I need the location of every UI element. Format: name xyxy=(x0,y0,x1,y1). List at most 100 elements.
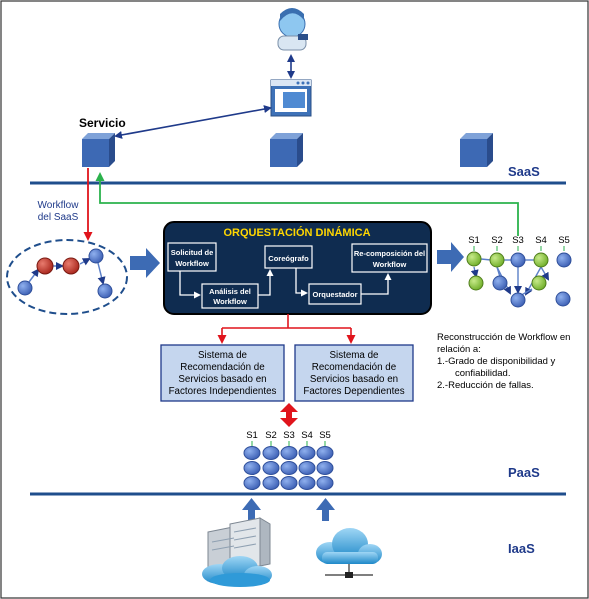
service-node-s3 xyxy=(510,252,526,268)
service-cube-2[interactable] xyxy=(270,133,303,167)
orquestador-box[interactable]: Orquestador xyxy=(308,283,362,305)
solicitud-box[interactable]: Solicitud de Workflow xyxy=(167,242,217,272)
servicio-label: Servicio xyxy=(79,116,126,130)
paas-service-instance xyxy=(262,461,280,475)
service-node-s5 xyxy=(556,252,572,268)
reconstruction-note: Reconstrucción de Workflow en relación a… xyxy=(437,332,570,391)
recommender-independent-box[interactable]: Sistema de Recomendación de Servicios ba… xyxy=(160,344,285,402)
paas-service-instance xyxy=(280,476,298,490)
service-cube-3[interactable] xyxy=(460,133,493,167)
browser-service-arrow xyxy=(114,105,272,139)
orchestration-title: ORQUESTACIÓN DINÁMICA xyxy=(223,226,370,239)
saas-workflow-edges xyxy=(28,258,106,285)
coreografo-box[interactable]: Coreógrafo xyxy=(264,245,313,269)
recommender-dependent-line-1: Sistema de xyxy=(329,350,379,361)
paas-label: PaaS xyxy=(508,465,540,480)
workflow-saas-label-1: Workflow xyxy=(38,200,80,211)
service-node xyxy=(492,275,508,291)
orquestador-label: Orquestador xyxy=(312,290,357,299)
saas-label: SaaS xyxy=(508,164,540,179)
service-label-s2-bottom: S2 xyxy=(265,430,277,441)
paas-service-instance xyxy=(280,446,298,460)
service-label-s3-bottom: S3 xyxy=(283,430,295,441)
service-label-s2-top: S2 xyxy=(491,235,503,246)
paas-service-instance xyxy=(262,476,280,490)
service-node-s4 xyxy=(533,252,549,268)
paas-service-instance xyxy=(316,476,334,490)
workflow-saas-label-2: del SaaS xyxy=(38,212,79,223)
analisis-label-2: Workflow xyxy=(213,297,247,306)
service-label-s5-top: S5 xyxy=(558,235,570,246)
paas-service-instance xyxy=(243,476,261,490)
service-node xyxy=(468,275,484,291)
solicitud-label-2: Workflow xyxy=(175,259,209,268)
block-arrow-right xyxy=(437,242,464,272)
service-label-s5-bottom: S5 xyxy=(319,430,331,441)
reconstruction-line-1: Reconstrucción de Workflow en xyxy=(437,332,570,343)
analisis-label-1: Análisis del xyxy=(209,287,251,296)
analisis-box[interactable]: Análisis del Workflow xyxy=(201,283,259,309)
paas-service-instance xyxy=(243,446,261,460)
service-label-s4-bottom: S4 xyxy=(301,430,313,441)
cloud-network-icon xyxy=(316,528,382,578)
service-label-s4-top: S4 xyxy=(535,235,547,246)
iaas-up-arrow-right xyxy=(316,498,335,521)
service-node xyxy=(531,275,547,291)
recommender-independent-line-4: Factores Independientes xyxy=(169,386,277,397)
feedback-green-arrow xyxy=(95,172,519,236)
recommender-paas-double-arrow xyxy=(280,403,298,427)
service-label-s1-top: S1 xyxy=(468,235,480,246)
paas-service-instance xyxy=(298,476,316,490)
service-down-markers-top xyxy=(473,246,565,251)
paas-service-instance xyxy=(262,446,280,460)
paas-service-instance xyxy=(280,461,298,475)
saas-workflow-ellipse xyxy=(6,239,128,315)
recommender-dependent-line-4: Factores Dependientes xyxy=(303,386,404,397)
coreografo-label: Coreógrafo xyxy=(268,254,309,263)
paas-service-instance xyxy=(316,446,334,460)
recommender-dependent-line-2: Recomendación de xyxy=(312,362,397,373)
workflow-node xyxy=(62,257,80,275)
recommender-independent-line-3: Servicios basado en xyxy=(178,374,266,385)
server-cloud-icon xyxy=(202,556,272,587)
iaas-label: IaaS xyxy=(508,541,535,556)
paas-service-instance xyxy=(316,461,334,475)
service-label-s1-bottom: S1 xyxy=(246,430,258,441)
service-labels-bottom: S1 S2 S3 S4 S5 xyxy=(246,430,331,441)
recommender-independent-line-2: Recomendación de xyxy=(180,362,265,373)
paas-service-instance xyxy=(243,461,261,475)
recomposicion-label-1: Re-composición del xyxy=(354,249,425,258)
recomposicion-label-2: Workflow xyxy=(373,260,407,269)
recommender-dependent-box[interactable]: Sistema de Recomendación de Servicios ba… xyxy=(294,344,414,402)
recommender-independent-line-1: Sistema de xyxy=(198,350,248,361)
reconstruction-line-3: 1.-Grado de disponibilidad y xyxy=(437,356,556,367)
iaas-up-arrow-left xyxy=(242,498,261,521)
reconstruction-line-2: relación a: xyxy=(437,344,481,355)
service-node-s1 xyxy=(466,251,482,267)
solicitud-label-1: Solicitud de xyxy=(171,248,214,257)
reconstruction-line-5: 2.-Reducción de fallas. xyxy=(437,380,534,391)
recommender-dependent-line-3: Servicios basado en xyxy=(310,374,398,385)
workflow-node xyxy=(97,283,113,299)
paas-service-instance xyxy=(298,461,316,475)
service-cube-1[interactable] xyxy=(82,133,115,167)
workflow-node xyxy=(88,248,104,264)
service-node-s2 xyxy=(489,252,505,268)
block-arrow-left xyxy=(130,248,160,278)
service-node xyxy=(510,292,526,308)
paas-service-instance xyxy=(298,446,316,460)
service-node xyxy=(555,291,571,307)
workflow-node xyxy=(36,257,54,275)
user-icon xyxy=(277,8,308,51)
browser-window-icon xyxy=(270,79,312,117)
reconstruction-line-4: confiabilidad. xyxy=(455,368,510,379)
service-graph-edges xyxy=(470,258,550,298)
service-labels-top: S1 S2 S3 S4 S5 xyxy=(468,235,570,246)
orchestration-to-recommenders-arrows xyxy=(217,314,356,344)
service-label-s3-top: S3 xyxy=(512,235,524,246)
recomposicion-box[interactable]: Re-composición del Workflow xyxy=(351,243,428,273)
paas-service-grid xyxy=(243,446,334,490)
orchestration-flow-arrows xyxy=(179,268,392,299)
